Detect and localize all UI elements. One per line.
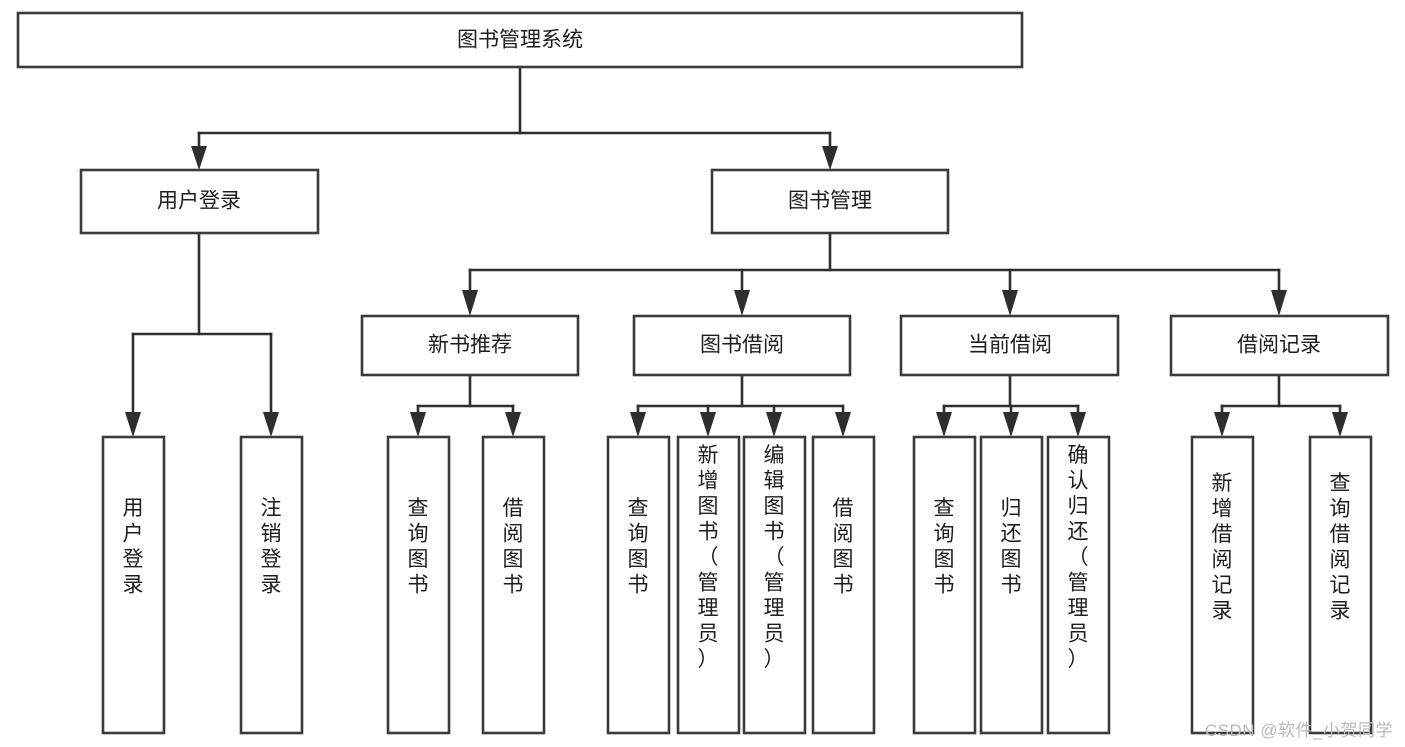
arrow-head-leaf-query-book-cur [936, 412, 952, 437]
arrow-head-leaf-add-book-admin [700, 412, 716, 437]
arrow-head-leaf-borrow-book-rec [505, 412, 521, 437]
node-leaf-add-borrow-record[interactable]: 新增借阅记录 [1190, 435, 1255, 735]
node-leaf-add-borrow-record-label: 新增借阅记录 [1212, 472, 1233, 623]
node-leaf-user-login-label: 用户登录 [123, 497, 144, 597]
arrow-head-current-borrow [1002, 290, 1018, 316]
arrow-head-leaf-query-borrow-record [1332, 412, 1348, 437]
node-leaf-borrow-book-box[interactable] [811, 435, 876, 735]
node-leaf-add-book-admin-label: 新增图书（管理员） [698, 444, 719, 671]
node-root[interactable]: 图书管理系统 [16, 11, 1024, 69]
arrow-head-leaf-query-book-borrow [630, 412, 646, 437]
node-book-borrow-box[interactable] [632, 314, 852, 377]
node-leaf-confirm-return-admin-box[interactable] [1046, 435, 1111, 735]
node-borrow-record-box[interactable] [1169, 314, 1390, 377]
node-book-borrow-label: 图书借阅 [700, 334, 784, 357]
edge-layer [125, 65, 1348, 437]
arrow-head-leaf-return-book [1003, 412, 1019, 437]
arrow-head-leaf-user-login [125, 412, 141, 437]
arrow-head-leaf-edit-book-admin [766, 412, 782, 437]
node-leaf-query-book-cur-box[interactable] [912, 435, 977, 735]
arrow-head-book-manage [822, 146, 838, 170]
node-leaf-user-login[interactable]: 用户登录 [101, 435, 166, 735]
node-leaf-edit-book-admin-box[interactable] [742, 435, 807, 735]
node-leaf-add-borrow-record-box[interactable] [1190, 435, 1255, 735]
node-leaf-query-book-cur-label: 查询图书 [934, 497, 955, 597]
node-leaf-confirm-return-admin-label: 确认归还（管理员） [1068, 444, 1089, 671]
node-current-borrow-label: 当前借阅 [968, 334, 1052, 357]
node-leaf-return-book[interactable]: 归还图书 [979, 435, 1044, 735]
node-new-book-recommend-label: 新书推荐 [428, 334, 512, 357]
node-leaf-edit-book-admin[interactable]: 编辑图书（管理员） [742, 435, 807, 735]
node-root-label: 图书管理系统 [457, 29, 583, 52]
node-borrow-record[interactable]: 借阅记录 [1169, 314, 1390, 377]
arrow-head-leaf-confirm-return-admin [1070, 412, 1086, 437]
node-current-borrow-box[interactable] [899, 314, 1120, 377]
node-leaf-confirm-return-admin[interactable]: 确认归还（管理员） [1046, 435, 1111, 735]
node-leaf-borrow-book[interactable]: 借阅图书 [811, 435, 876, 735]
node-leaf-query-book-rec[interactable]: 查询图书 [386, 435, 451, 735]
node-leaf-return-book-label: 归还图书 [1001, 497, 1022, 597]
node-leaf-borrow-book-label: 借阅图书 [833, 497, 854, 597]
node-leaf-edit-book-admin-label: 编辑图书（管理员） [764, 444, 785, 671]
arrow-head-leaf-add-borrow-record [1214, 412, 1230, 437]
node-user-login-box[interactable] [79, 168, 320, 235]
node-leaf-borrow-book-rec-box[interactable] [481, 435, 546, 735]
node-leaf-return-book-box[interactable] [979, 435, 1044, 735]
node-leaf-query-book-borrow-box[interactable] [606, 435, 671, 735]
arrow-head-new-book-recommend [462, 290, 478, 316]
node-leaf-borrow-book-rec-label: 借阅图书 [503, 497, 524, 597]
node-leaf-query-borrow-record-label: 查询借阅记录 [1330, 472, 1351, 623]
node-book-borrow[interactable]: 图书借阅 [632, 314, 852, 377]
arrow-head-leaf-borrow-book [835, 412, 851, 437]
node-leaf-add-book-admin[interactable]: 新增图书（管理员） [676, 435, 741, 735]
node-leaf-logout-login-label: 注销登录 [261, 497, 282, 597]
node-book-manage[interactable]: 图书管理 [710, 168, 950, 235]
node-leaf-query-borrow-record[interactable]: 查询借阅记录 [1308, 435, 1373, 735]
node-leaf-query-book-rec-box[interactable] [386, 435, 451, 735]
arrow-head-borrow-record [1271, 290, 1287, 316]
node-leaf-user-login-box[interactable] [101, 435, 166, 735]
node-book-manage-label: 图书管理 [788, 190, 872, 213]
node-root-box[interactable] [16, 11, 1024, 69]
node-leaf-borrow-book-rec[interactable]: 借阅图书 [481, 435, 546, 735]
node-leaf-query-borrow-record-box[interactable] [1308, 435, 1373, 735]
node-borrow-record-label: 借阅记录 [1237, 334, 1321, 357]
node-user-login[interactable]: 用户登录 [79, 168, 320, 235]
arrow-head-leaf-logout-login [263, 412, 279, 437]
node-leaf-add-book-admin-box[interactable] [676, 435, 741, 735]
node-leaf-logout-login[interactable]: 注销登录 [239, 435, 304, 735]
node-current-borrow[interactable]: 当前借阅 [899, 314, 1120, 377]
node-new-book-recommend-box[interactable] [360, 314, 580, 377]
node-new-book-recommend[interactable]: 新书推荐 [360, 314, 580, 377]
node-leaf-query-book-rec-label: 查询图书 [408, 497, 429, 597]
node-leaf-query-book-borrow-label: 查询图书 [628, 497, 649, 597]
node-leaf-query-book-borrow[interactable]: 查询图书 [606, 435, 671, 735]
arrow-head-leaf-query-book-rec [410, 412, 426, 437]
node-book-manage-box[interactable] [710, 168, 950, 235]
node-user-login-label: 用户登录 [157, 190, 241, 213]
node-leaf-logout-login-box[interactable] [239, 435, 304, 735]
node-leaf-query-book-cur[interactable]: 查询图书 [912, 435, 977, 735]
arrow-head-user-login [191, 146, 207, 170]
arrow-head-book-borrow [734, 290, 750, 316]
